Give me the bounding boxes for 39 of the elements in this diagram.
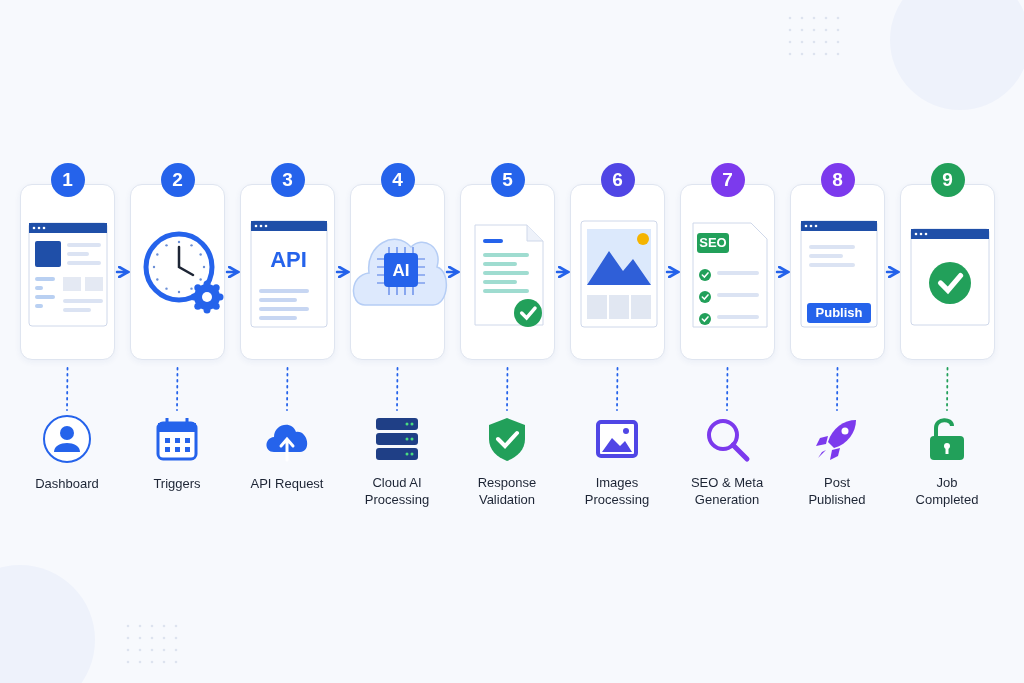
- step-label: API Request: [249, 475, 325, 492]
- step-number: 1: [50, 163, 85, 197]
- step-label: SEO & Meta Generation: [689, 474, 765, 508]
- dotted-connector: [616, 367, 619, 411]
- step-number: 2: [160, 163, 195, 197]
- arrow: [665, 265, 680, 279]
- step-label: Cloud AI Processing: [363, 474, 431, 508]
- step-label: Post Published: [807, 474, 867, 508]
- arrow: [445, 265, 460, 279]
- dotted-connector: [286, 367, 289, 411]
- dotted-connector: [396, 367, 399, 411]
- arrow: [225, 265, 240, 279]
- chip-text: AI: [391, 261, 411, 281]
- dotted-connector: [836, 367, 839, 411]
- step-number: 7: [710, 163, 745, 197]
- step-number: 4: [380, 163, 415, 197]
- dotted-connector: [66, 367, 69, 411]
- dotted-connector: [726, 367, 729, 411]
- arrow: [885, 265, 900, 279]
- dotted-connector: [176, 367, 179, 411]
- step-number: 3: [270, 163, 305, 197]
- seo-tag: SEO: [697, 233, 729, 253]
- step-number: 5: [490, 163, 525, 197]
- step-label: Response Validation: [476, 474, 538, 508]
- arrow: [335, 265, 350, 279]
- step-number: 6: [600, 163, 635, 197]
- publish-button: Publish: [807, 303, 871, 323]
- step-label: Job Completed: [914, 474, 980, 508]
- step-label: Images Processing: [583, 474, 651, 508]
- step-label: Triggers: [152, 475, 202, 492]
- step-number: 9: [930, 163, 965, 197]
- api-text: API: [269, 247, 308, 273]
- step-number: 8: [820, 163, 855, 197]
- dotted-connector: [506, 367, 509, 411]
- dotted-connector: [946, 367, 949, 411]
- step-label: Dashboard: [34, 475, 100, 492]
- arrow: [115, 265, 130, 279]
- arrow: [555, 265, 570, 279]
- arrow: [775, 265, 790, 279]
